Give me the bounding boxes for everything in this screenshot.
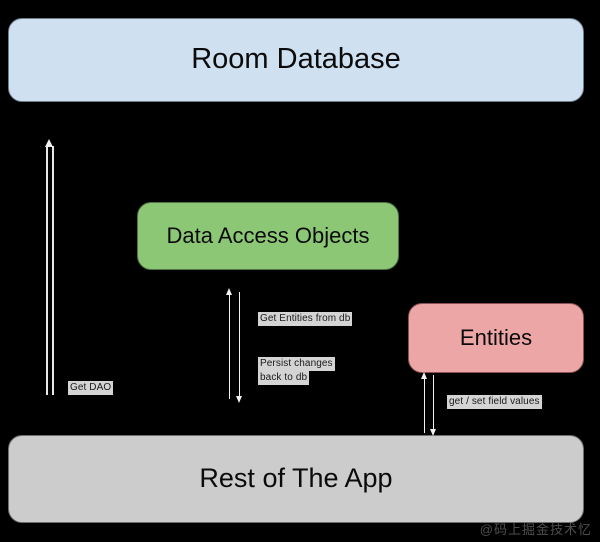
- edge-persist-changes-line: [239, 292, 240, 397]
- node-entities: Entities: [408, 303, 584, 373]
- edge-get-dao-label: Get DAO: [68, 381, 114, 395]
- edge-get-entities-arrowhead-up: [226, 288, 232, 295]
- edge-persist-changes-label-line1: Persist changes: [258, 357, 335, 371]
- node-data-access-objects-label: Data Access Objects: [166, 222, 370, 248]
- node-rest-of-the-app-label: Rest of The App: [199, 463, 393, 494]
- node-data-access-objects: Data Access Objects: [137, 202, 399, 270]
- edge-get-dao-line-b: [52, 146, 54, 395]
- edge-field-values-arrowhead-down: [430, 429, 436, 436]
- edge-field-values-line-down: [433, 375, 434, 431]
- edge-field-values-arrowhead-up: [421, 372, 427, 379]
- node-room-database: Room Database: [8, 18, 584, 102]
- edge-get-dao-line: [46, 146, 48, 395]
- watermark: @码上掘金技术忆: [479, 522, 592, 537]
- node-rest-of-the-app: Rest of The App: [8, 435, 584, 523]
- edge-field-values-label: get / set field values: [447, 395, 542, 409]
- edge-persist-changes-arrowhead-down: [236, 396, 242, 403]
- node-entities-label: Entities: [459, 324, 533, 350]
- node-room-database-label: Room Database: [191, 43, 401, 76]
- edge-get-entities-line: [229, 294, 230, 399]
- edge-get-dao-arrowhead-up: [45, 139, 53, 147]
- edge-field-values-line-up: [424, 378, 425, 433]
- edge-persist-changes-label-line2: back to db: [258, 371, 310, 385]
- edge-get-entities-label: Get Entities from db: [258, 312, 353, 326]
